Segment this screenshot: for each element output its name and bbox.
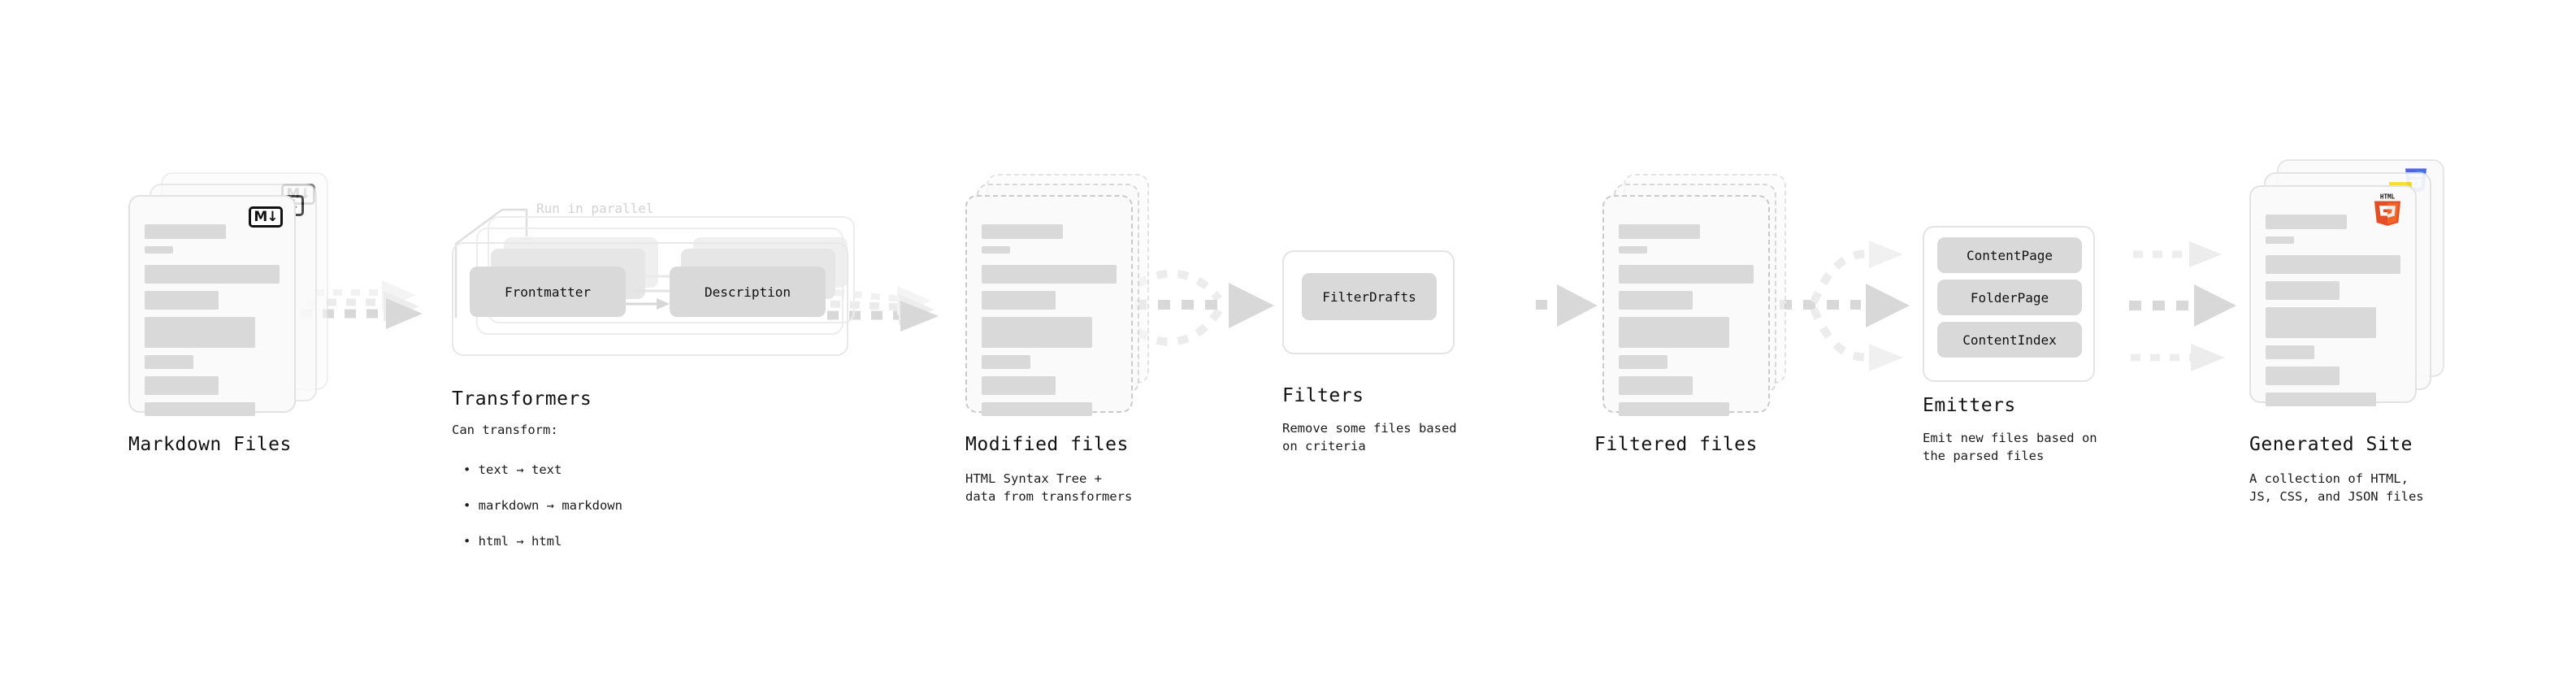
skeleton-bar (2266, 255, 2400, 274)
stage-title-modified-files: Modified files (965, 434, 1129, 455)
generated-site-desc: A collection of HTML, JS, CSS, and JSON … (2249, 471, 2424, 504)
skeleton-bar (982, 402, 1093, 416)
filter-chip-filterdrafts-label: FilterDrafts (1322, 288, 1416, 305)
transformers-group-box (452, 242, 848, 356)
emitter-chip-folderpage-label: FolderPage (1970, 289, 2049, 306)
run-in-parallel-label: Run in parallel (536, 201, 654, 216)
emitters-desc: Emit new files based on the parsed files (1923, 431, 2097, 463)
skeleton-bar (1619, 376, 1693, 395)
card-skeleton (982, 224, 1117, 423)
skeleton-bar (982, 376, 1056, 395)
stage-title-filtered-files: Filtered files (1594, 434, 1758, 455)
transformer-chip-frontmatter[interactable]: Frontmatter (470, 267, 626, 317)
filtered-card-front[interactable] (1602, 195, 1770, 416)
skeleton-bar (2266, 345, 2314, 359)
skeleton-bar (1619, 402, 1730, 416)
transformers-bullet-0: • text → text (463, 462, 562, 477)
skeleton-bar (982, 265, 1117, 284)
emitter-chip-contentindex[interactable]: ContentIndex (1937, 322, 2082, 358)
transformers-bullet-list: • text → text • markdown → markdown • ht… (463, 443, 622, 568)
skeleton-bar (145, 376, 219, 395)
arrow-emitters-to-site (2129, 241, 2236, 371)
skeleton-bar (2266, 215, 2347, 229)
stage-title-emitters: Emitters (1923, 395, 2016, 416)
filters-desc: Remove some files based on criteria (1282, 421, 1457, 453)
filter-chip-filterdrafts[interactable]: FilterDrafts (1302, 273, 1437, 320)
skeleton-bar (1619, 224, 1700, 239)
card-skeleton (2266, 215, 2400, 414)
arrow-filtered-to-emitters (1780, 241, 1910, 371)
card-skeleton (1619, 224, 1754, 423)
skeleton-bar (1619, 246, 1647, 254)
stage-title-filters: Filters (1282, 385, 1364, 406)
transformer-chip-description-label: Description (705, 284, 791, 300)
skeleton-bar (1619, 317, 1730, 348)
skeleton-bar (982, 224, 1063, 239)
skeleton-bar (145, 355, 193, 369)
markdown-icon-label: M (254, 208, 267, 225)
arrow-modified-to-filters (1134, 269, 1274, 346)
emitter-chip-contentpage-label: ContentPage (1967, 247, 2053, 263)
markdown-card-front[interactable]: M↓ (128, 195, 296, 416)
skeleton-bar (145, 224, 226, 239)
skeleton-bar (982, 355, 1030, 369)
skeleton-bar (2266, 281, 2340, 300)
generated-card-front[interactable]: HTML (2249, 185, 2417, 406)
skeleton-bar (1619, 291, 1693, 310)
skeleton-bar (982, 291, 1056, 310)
html5-icon-svg: HTML (2374, 193, 2401, 226)
skeleton-bar (145, 317, 256, 348)
html5-icon: HTML (2373, 192, 2402, 229)
transformer-chip-frontmatter-label: Frontmatter (505, 284, 591, 300)
skeleton-bar (982, 317, 1093, 348)
modified-card-front[interactable] (965, 195, 1133, 416)
transformers-desc-heading: Can transform: (452, 423, 558, 437)
stage-title-generated-site: Generated Site (2249, 434, 2413, 455)
transformer-chip-description[interactable]: Description (670, 267, 826, 317)
markdown-icon: M↓ (249, 206, 283, 228)
stage-title-transformers: Transformers (452, 388, 592, 410)
html5-icon-wordmark: HTML (2380, 193, 2396, 201)
emitter-chip-contentindex-label: ContentIndex (1962, 332, 2057, 348)
skeleton-bar (145, 265, 280, 284)
skeleton-bar (982, 246, 1010, 254)
markdown-icon-arrow: ↓ (267, 208, 278, 225)
skeleton-bar (145, 246, 173, 254)
transformers-bullet-1: • markdown → markdown (463, 498, 622, 513)
arrow-filters-to-filtered (1536, 284, 1598, 327)
skeleton-bar (145, 291, 219, 310)
skeleton-bar (1619, 355, 1667, 369)
emitter-chip-folderpage[interactable]: FolderPage (1937, 280, 2082, 315)
card-skeleton (145, 224, 280, 423)
skeleton-bar (2266, 236, 2294, 244)
skeleton-bar (145, 402, 256, 416)
stage-title-markdown-files: Markdown Files (128, 434, 292, 455)
skeleton-bar (2266, 367, 2340, 385)
skeleton-bar (2266, 393, 2377, 406)
modified-files-desc: HTML Syntax Tree + data from transformer… (965, 471, 1133, 504)
skeleton-bar (2266, 307, 2377, 338)
emitter-chip-contentpage[interactable]: ContentPage (1937, 237, 2082, 273)
transformers-bullet-2: • html → html (463, 534, 562, 549)
skeleton-bar (1619, 265, 1754, 284)
